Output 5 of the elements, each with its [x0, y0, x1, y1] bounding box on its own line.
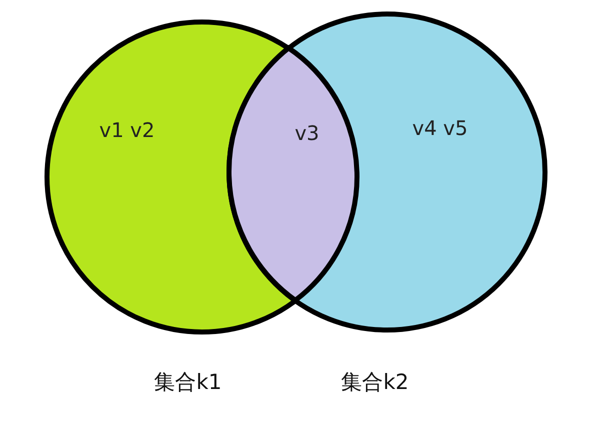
element-label: v1 v2 — [99, 118, 155, 142]
set-name: 集合k1 — [154, 369, 222, 396]
element-label: v3 — [294, 120, 320, 145]
element-label: v4 v5 — [412, 116, 468, 140]
set-name: 集合k2 — [341, 369, 409, 396]
